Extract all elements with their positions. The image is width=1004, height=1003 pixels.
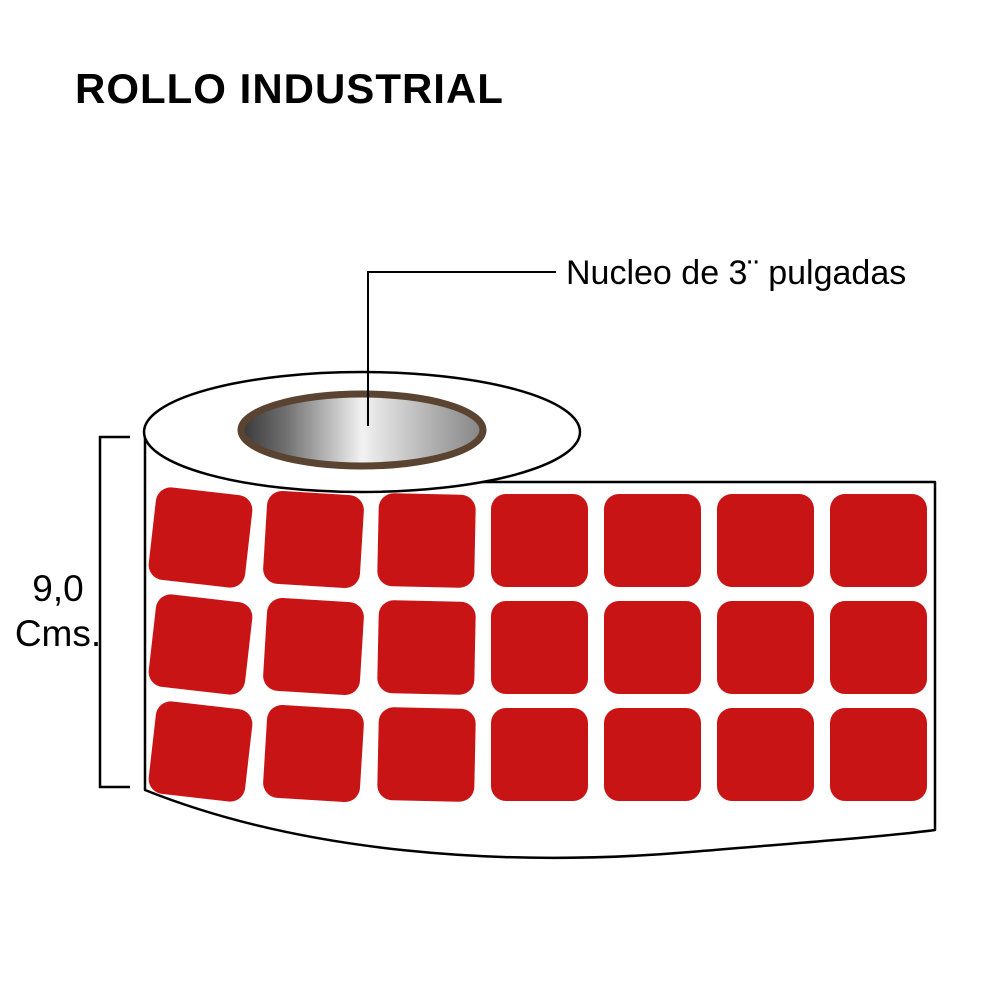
label-sticker [263,705,364,802]
label-sticker [604,601,701,694]
page-title: ROLLO INDUSTRIAL [75,65,504,112]
label-sticker [263,598,364,695]
label-sticker [604,708,701,801]
roll-core [237,390,487,470]
label-sticker [377,600,476,695]
height-bracket [98,435,130,789]
label-grid [148,487,927,802]
height-unit: Cms. [15,613,101,654]
core-leader-line [367,271,556,426]
core-annotation: Nucleo de 3¨ pulgadas [566,254,906,292]
label-sticker [717,708,814,801]
label-sticker [491,601,588,694]
label-sticker [604,494,701,587]
label-sticker [377,493,476,588]
label-sticker [830,494,927,587]
label-sticker [830,601,927,694]
label-sticker [148,701,253,802]
label-sticker [263,491,364,588]
label-sticker [148,594,253,695]
label-sticker [830,708,927,801]
height-value: 9,0 [32,568,83,609]
label-sticker [717,494,814,587]
label-sticker [491,494,588,587]
label-sticker [148,487,253,588]
label-sticker [717,601,814,694]
label-sticker [377,707,476,802]
label-sticker [491,708,588,801]
